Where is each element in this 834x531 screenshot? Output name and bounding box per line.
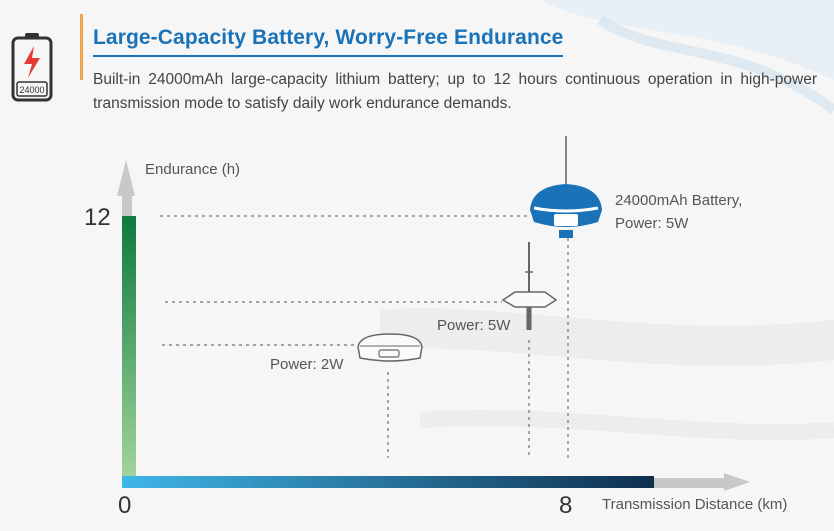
guide-lines [160,215,569,458]
x-axis-label: Transmission Distance (km) [602,496,788,513]
y-tick-12: 12 [84,204,111,231]
title-underline [93,55,563,57]
x-tick-8: 8 [559,492,573,519]
radio-receiver-with-antenna-icon [501,242,558,330]
origin-label: 0 [118,492,132,519]
y-axis-label: Endurance (h) [145,161,241,178]
page-title: Large-Capacity Battery, Worry-Free Endur… [93,26,564,49]
x-axis-extension [654,478,726,488]
device-label-battery-line-2: Power: 5W [615,215,689,232]
device-label-2w: Power: 2W [270,356,344,373]
title-accent-bar [80,14,83,80]
x-axis-bar [122,476,654,488]
device-label-5w: Power: 5W [437,317,511,334]
y-axis-extension [122,196,132,216]
blue-gnss-receiver-icon [530,136,602,238]
device-label-battery-line-1: 24000mAh Battery, [615,192,743,209]
device-label-battery: 24000mAh Battery, Power: 5W [615,189,742,235]
gnss-receiver-icon [357,333,423,362]
description: Built-in 24000mAh large-capacity lithium… [93,71,817,112]
y-axis-arrow [117,160,135,196]
battery-icon-label: 24000 [19,85,44,95]
battery-icon: 24000 [11,33,53,102]
x-axis-arrow [724,473,750,491]
y-axis-bar [122,216,136,488]
